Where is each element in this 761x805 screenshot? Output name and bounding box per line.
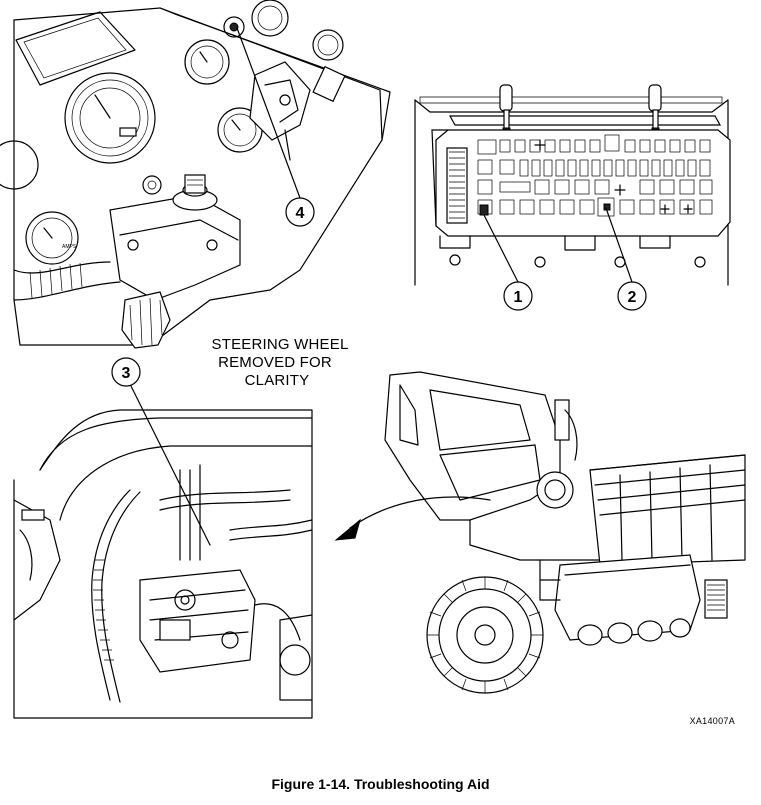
callout-1-label: 1 [514,289,523,306]
callout-4: 4 [285,197,315,227]
battery-box [554,554,701,646]
panel-latch-left [499,84,513,137]
callout-2: 2 [617,281,647,311]
callout-3: 3 [111,357,141,387]
tilted-cab [384,371,578,521]
direction-arrow [334,496,491,541]
callout-3-label: 3 [122,365,131,382]
note-line-1: STEERING WHEEL [212,336,349,353]
front-wheel [426,576,544,694]
cargo-bed [589,454,746,566]
drawing-code: XA14007A [690,716,735,726]
steering-wheel-note: STEERING WHEEL REMOVED FOR CLARITY [212,336,349,389]
panel-harness [13,261,121,301]
truck-view [334,371,746,694]
gauge-left-edge [0,140,39,190]
callout-4-label: 4 [296,205,305,222]
figure-caption: Figure 1-14. Troubleshooting Aid [271,776,490,792]
engine-wire-harness [91,489,313,703]
tilt-knob [121,291,171,349]
callout-2-label: 2 [628,289,637,306]
panel-latch-right [648,84,662,137]
diode-module [446,147,468,224]
instrument-panel-view: AMPS [0,0,391,349]
panel-display-window [15,11,136,86]
note-line-2: REMOVED FOR [218,354,332,371]
air-filter [704,579,728,619]
fuse-panel-view [414,84,731,286]
callout-1: 1 [503,281,533,311]
engine-view [13,409,313,719]
steering-column [109,174,241,301]
amps-gauge: AMPS [25,211,79,265]
fuse-grid [477,134,713,217]
amps-gauge-label: AMPS [62,244,77,250]
speedometer-gauge [64,72,156,164]
gauge-top-right [184,39,230,85]
gauge-far-right [312,29,344,61]
panel-knob [142,175,162,195]
warning-indicator [223,16,245,38]
gauge-top-far-right [251,0,289,37]
leader-lines [129,27,633,546]
light-switch [249,61,346,161]
note-line-3: CLARITY [245,372,310,389]
fuel-injection-pump [139,569,301,673]
panel-mount-brackets [439,235,706,268]
